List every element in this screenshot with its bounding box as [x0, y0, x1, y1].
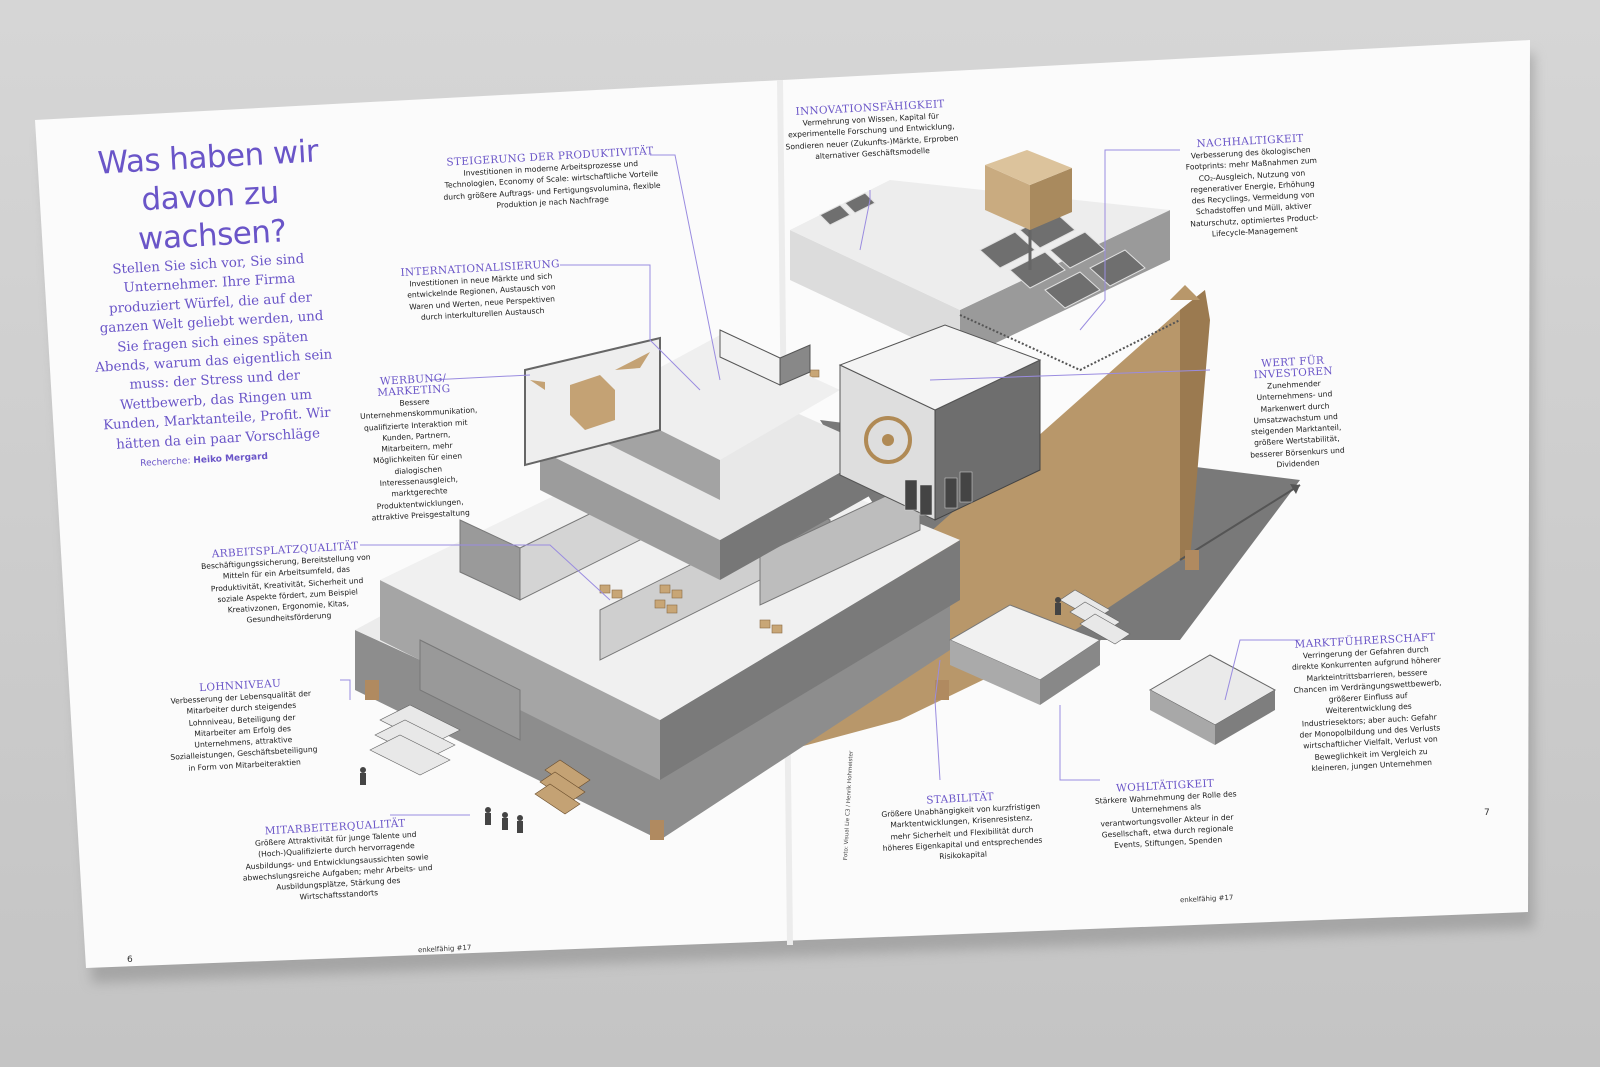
small-building-front	[1150, 690, 1215, 745]
annotation-internationalisierung: INTERNATIONALISIERUNG Investitionen in n…	[400, 258, 563, 324]
annotation-stabilitaet: STABILITÄT Größere Unabhängigkeit von ku…	[880, 790, 1043, 866]
page-number-left: 6	[127, 955, 133, 965]
annotation-text: Größere Unabhängigkeit von kurzfristigen…	[881, 801, 1043, 862]
annotation-innovation: INNOVATIONSFÄHIGKEIT Vermehrung von Wiss…	[775, 98, 968, 164]
arrow-top	[1170, 285, 1200, 300]
people-figures	[360, 597, 1061, 833]
annotation-text: Größere Attraktivität für junge Talente …	[242, 829, 433, 902]
level2-side	[720, 450, 880, 580]
annotation-text: Verbesserung der Lebensqualität der Mita…	[170, 688, 318, 773]
solar-panels	[819, 192, 1146, 309]
annotation-mitarbeiter: MITARBEITERQUALITÄT Größere Attraktivitä…	[235, 817, 439, 907]
intro-paragraph: Stellen Sie sich vor, Sie sind Unternehm…	[94, 251, 333, 453]
page-number-right: 7	[1484, 808, 1490, 818]
annotation-text: Investitionen in neue Märkte und sich en…	[406, 271, 556, 322]
annotation-wohltaetigkeit: WOHLTÄTIGKEIT Stärkere Wahrnehmung der R…	[1090, 777, 1243, 852]
tower-front	[790, 230, 960, 360]
wall-left-low	[380, 580, 660, 780]
small-building-side	[1215, 690, 1275, 745]
annotation-text: Stärkere Wahrnehmung der Rolle des Unter…	[1094, 789, 1237, 851]
tower-top	[790, 180, 1170, 310]
annotation-werbung: WERBUNG/ MARKETING Bessere Unternehmensk…	[358, 372, 478, 524]
vault-wheel	[864, 416, 912, 464]
billboard-arrow-1	[615, 352, 650, 370]
floating-cube-front	[985, 165, 1030, 230]
annotation-lohnniveau: LOHNNIVEAU Verbesserung der Lebensqualit…	[165, 677, 320, 775]
annotation-text: Bessere Unternehmenskommunikation, quali…	[359, 397, 478, 523]
billboard-arrow-2	[530, 380, 545, 390]
growth-ramp-edge	[1180, 290, 1210, 560]
annotation-arbeitsplatz: ARBEITSPLATZQUALITÄT Beschäftigungssiche…	[200, 540, 374, 629]
stairs-left	[369, 704, 461, 776]
annotation-marktfuehrerschaft: MARKTFÜHRERSCHAFT Verringerung der Gefah…	[1290, 631, 1447, 775]
annex-front	[950, 640, 1040, 705]
stairs-front	[534, 759, 591, 815]
ramp-arrow	[1179, 484, 1301, 561]
billboard-cube	[570, 375, 615, 430]
annotation-text: Verbesserung des ökologischen Footprints…	[1185, 145, 1319, 239]
floating-cube-top	[985, 150, 1072, 185]
floating-cube-side	[1030, 168, 1072, 230]
headline: Was haben wir davon zu wachsen?	[96, 133, 320, 258]
foundation-pillars	[365, 550, 1199, 840]
level2-front	[540, 450, 720, 580]
vault-top	[838, 324, 1042, 411]
wall-right-low	[660, 540, 960, 780]
annex-side	[1040, 640, 1100, 705]
vault-hub	[882, 434, 894, 446]
truck-side	[779, 344, 811, 386]
annotation-text: Beschäftigungssicherung, Bereitstellung …	[200, 552, 371, 625]
annotation-text: Zunehmender Unternehmens- und Markenwert…	[1249, 378, 1345, 470]
server-racks	[904, 471, 973, 516]
balcony-railing	[959, 314, 1181, 372]
stairs-right	[1059, 589, 1131, 645]
leader-lines	[340, 149, 1300, 816]
annotation-nachhaltigkeit: NACHHALTIGKEIT Verbesserung des ökologis…	[1180, 133, 1325, 242]
ramp-arrow-head	[1290, 484, 1300, 494]
annotation-text: Verringerung der Gefahren durch direkte …	[1291, 644, 1442, 774]
annotation-investoren: WERT FÜR INVESTOREN Zunehmender Unterneh…	[1240, 355, 1351, 473]
